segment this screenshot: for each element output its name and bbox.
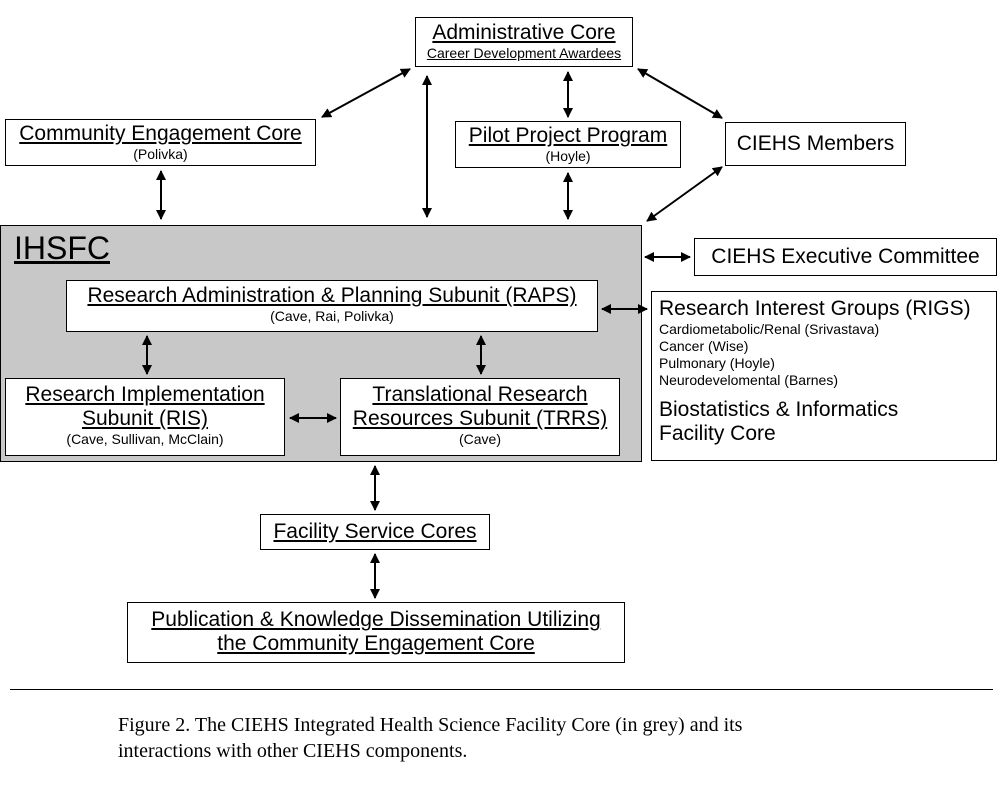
trrs-title-line1: Translational Research: [372, 383, 588, 406]
caption-line2: interactions with other CIEHS components…: [118, 740, 468, 762]
rigs-item-cardiometabolic: Cardiometabolic/Renal (Srivastava): [659, 321, 880, 337]
biostatistics-line2: Facility Core: [659, 422, 776, 445]
facility-service-cores-box: Facility Service Cores: [260, 514, 490, 550]
rigs-item-cancer: Cancer (Wise): [659, 338, 749, 354]
administrative-core-box: Administrative Core Career Development A…: [415, 17, 633, 67]
figure-caption: Figure 2. The CIEHS Integrated Health Sc…: [118, 712, 918, 764]
community-engagement-core-box: Community Engagement Core (Polivka): [5, 119, 316, 166]
ihsfc-title: IHSFC: [14, 230, 110, 266]
publication-box: Publication & Knowledge Dissemination Ut…: [127, 602, 625, 663]
pilot-project-program-box: Pilot Project Program (Hoyle): [455, 121, 681, 168]
publication-line2: the Community Engagement Core: [217, 632, 535, 655]
community-engagement-core-people: (Polivka): [133, 146, 188, 162]
raps-people: (Cave, Rai, Polivka): [270, 308, 394, 324]
rigs-box: Research Interest Groups (RIGS) Cardiome…: [651, 291, 997, 461]
ciehs-executive-committee-box: CIEHS Executive Committee: [694, 238, 997, 276]
caption-divider: [10, 689, 993, 690]
facility-service-cores-title: Facility Service Cores: [273, 520, 477, 543]
pilot-project-program-people: (Hoyle): [545, 148, 591, 164]
community-engagement-core-title: Community Engagement Core: [19, 122, 302, 145]
trrs-people: (Cave): [458, 431, 501, 447]
caption-line1: Figure 2. The CIEHS Integrated Health Sc…: [118, 714, 743, 736]
trrs-title-line2: Resources Subunit (TRRS): [352, 407, 608, 430]
ciehs-executive-committee-title: CIEHS Executive Committee: [711, 245, 980, 268]
raps-box: Research Administration & Planning Subun…: [66, 280, 598, 332]
publication-line1: Publication & Knowledge Dissemination Ut…: [151, 608, 601, 631]
rigs-item-pulmonary: Pulmonary (Hoyle): [659, 355, 775, 371]
raps-title: Research Administration & Planning Subun…: [87, 284, 577, 307]
rigs-item-neurodevelopmental: Neurodevelomental (Barnes): [659, 372, 838, 388]
arrow-admin-members: [637, 68, 723, 119]
ciehs-members-title: CIEHS Members: [736, 132, 895, 155]
ciehs-members-box: CIEHS Members: [725, 122, 906, 166]
ris-box: Research Implementation Subunit (RIS) (C…: [5, 378, 285, 456]
administrative-core-title: Administrative Core: [432, 21, 616, 44]
pilot-project-program-title: Pilot Project Program: [468, 124, 668, 147]
biostatistics-line1: Biostatistics & Informatics: [659, 398, 899, 421]
arrow-community-admin: [321, 68, 411, 118]
rigs-title: Research Interest Groups (RIGS): [659, 297, 971, 320]
ris-title-line1: Research Implementation: [25, 383, 265, 406]
ris-people: (Cave, Sullivan, McClain): [66, 431, 224, 447]
career-development-awardees: Career Development Awardees: [426, 45, 622, 61]
arrow-members-ihsfc: [646, 166, 723, 222]
trrs-box: Translational Research Resources Subunit…: [340, 378, 620, 456]
ris-title-line2: Subunit (RIS): [81, 407, 209, 430]
